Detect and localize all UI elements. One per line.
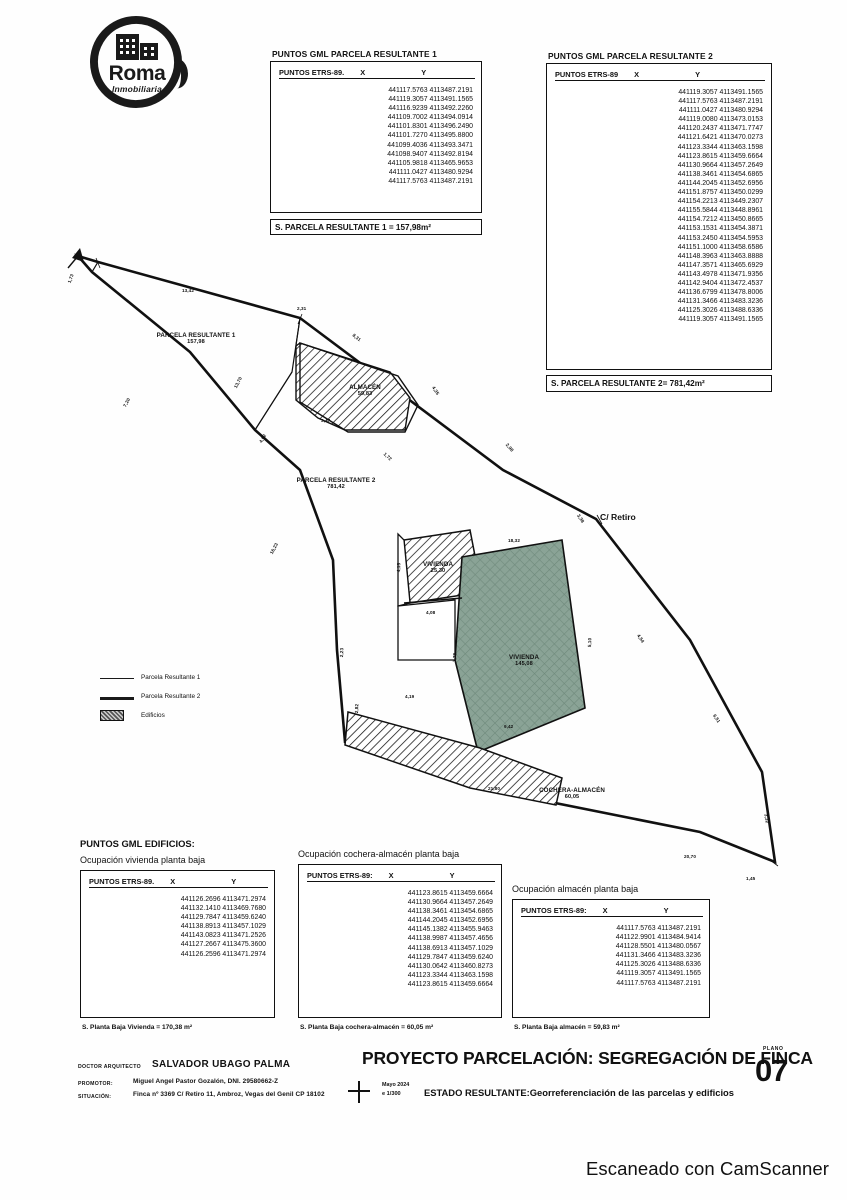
logo-name: Roma [108, 62, 166, 85]
table-box-cochera: PUNTOS ETRS-89: X Y 441123.8615 4113459.… [298, 864, 502, 1018]
table-box-parcela-2: PUNTOS ETRS-89 X Y 441119.3057 4113491.1… [546, 63, 772, 370]
table-box-vivienda: PUNTOS ETRS-89. X Y 441126.2696 4113471.… [80, 870, 275, 1018]
project-title: PROYECTO PARCELACIÓN: SEGREGACIÓN DE FIN… [362, 1048, 813, 1068]
table-header-cochera: PUNTOS ETRS-89: X Y [307, 871, 495, 882]
dim-text: 21,80 [488, 786, 500, 791]
header-col-y: Y [663, 906, 669, 915]
logo-subtitle: Inmobiliaria [111, 84, 163, 94]
street-label-retiro: C/ Retiro [600, 512, 636, 522]
header-col-y: Y [421, 68, 427, 77]
promotor-label: PROMOTOR: [78, 1081, 113, 1087]
header-points-label: PUNTOS ETRS-89: [521, 906, 587, 915]
dim-text: 13,42 [182, 288, 194, 293]
plan-label-vivienda-main: VIVIENDA 145,08 [508, 654, 540, 667]
table-header-parcela-1: PUNTOS ETRS-89. X Y [279, 68, 475, 79]
dim-text: 4,15 [396, 562, 402, 573]
table-title-parcela-1: PUNTOS GML PARCELA RESULTANTE 1 [272, 49, 437, 59]
surface-almacen: S. Planta Baja almacén = 59,83 m² [514, 1024, 620, 1031]
plan-label-vivienda-small: VIVIENDA 25,30 [422, 561, 454, 574]
table-rows-parcela-1: 441117.5763 4113487.2191 441119.3057 411… [387, 87, 473, 185]
header-col-x: X [634, 70, 640, 79]
project-scale: e 1/300 [382, 1091, 401, 1097]
dim-text: 7,78 [452, 652, 458, 663]
dim-text: 9,42 [504, 724, 514, 729]
dim-text: 5,10 [587, 637, 593, 648]
table-title-almacen: Ocupación almacén planta baja [512, 884, 639, 894]
header-col-y: Y [231, 877, 237, 886]
architect-name: SALVADOR UBAGO PALMA [152, 1059, 291, 1070]
plan-label-almacen: ALMACÉN 59,83 [349, 384, 381, 397]
surface-parcela-1: S. PARCELA RESULTANTE 1 = 157,98m² [270, 219, 482, 235]
dim-text: 2,23 [339, 647, 345, 658]
plano-number: 07 [755, 1053, 788, 1088]
dim-text: 1,45 [746, 876, 756, 881]
situacion-label: SITUACIÓN: [78, 1094, 112, 1100]
header-points-label: PUNTOS ETRS-89. [279, 68, 345, 77]
header-points-label: PUNTOS ETRS-89 [555, 70, 619, 79]
surface-vivienda: S. Planta Baja Vivienda = 170,38 m² [82, 1024, 193, 1031]
table-box-parcela-1: PUNTOS ETRS-89. X Y 441117.5763 4113487.… [270, 61, 482, 213]
table-rows-almacen: 441117.5763 4113487.2191 441122.9901 411… [615, 925, 701, 987]
table-title-vivienda: Ocupación vivienda planta baja [80, 855, 206, 865]
dim-text: 20,70 [684, 854, 696, 859]
table-title-cochera: Ocupación cochera-almacén planta baja [298, 849, 460, 859]
table-header-almacen: PUNTOS ETRS-89: X Y [521, 906, 703, 917]
header-col-x: X [388, 871, 394, 880]
section-title-edificios: PUNTOS GML EDIFICIOS: [80, 838, 195, 849]
cochera-almacen-building [344, 711, 563, 806]
architect-label: DOCTOR ARQUITECTO [78, 1064, 141, 1070]
header-col-x: X [360, 68, 366, 77]
legend-label-edificios: Edificios [141, 712, 165, 719]
header-col-y: Y [449, 871, 455, 880]
legend-line-parcela-2 [100, 697, 134, 700]
project-date: Mayo 2024 [382, 1082, 410, 1088]
dimension-ticks [95, 257, 779, 867]
header-points-label: PUNTOS ETRS-89. [89, 877, 155, 886]
header-col-y: Y [695, 70, 701, 79]
table-rows-cochera: 441123.8615 4113459.6664 441130.9664 411… [407, 890, 493, 988]
dim-text: 3,47 [321, 418, 331, 423]
dim-text: 2,31 [297, 306, 307, 311]
header-col-x: X [170, 877, 176, 886]
header-points-label: PUNTOS ETRS-89: [307, 871, 373, 880]
table-title-parcela-2: PUNTOS GML PARCELA RESULTANTE 2 [548, 51, 713, 61]
legend-label-parcela-2: Parcela Resultante 2 [141, 693, 201, 700]
vivienda-main-building [454, 539, 586, 754]
dim-text: 2,82 [354, 703, 360, 714]
camscanner-watermark: Escaneado con CamScanner [585, 1158, 829, 1179]
table-rows-vivienda: 441126.2696 4113471.2974 441132.1410 411… [180, 896, 266, 958]
surface-cochera: S. Planta Baja cochera-almacén = 60,05 m… [300, 1024, 434, 1031]
state-description: ESTADO RESULTANTE:Georreferenciación de … [424, 1087, 734, 1098]
plan-label-cochera: COCHERA-ALMACÉN 60,05 [539, 787, 605, 800]
building-icon [116, 34, 162, 60]
dim-text: 18,32 [508, 538, 520, 543]
dim-text: 4,19 [405, 694, 415, 699]
plan-label-parcela-2: PARCELA RESULTANTE 2 781,42 [296, 477, 376, 490]
plan-label-parcela-1: PARCELA RESULTANTE 1 157,98 [156, 332, 236, 345]
header-col-x: X [602, 906, 608, 915]
dim-text: 4,08 [426, 610, 436, 615]
plano-label: PLANO [763, 1046, 784, 1052]
table-box-almacen: PUNTOS ETRS-89: X Y 441117.5763 4113487.… [512, 899, 710, 1018]
promotor-value: Miguel Angel Pastor Gozalón, DNI. 295806… [133, 1078, 279, 1085]
table-header-parcela-2: PUNTOS ETRS-89 X Y [555, 70, 765, 81]
situacion-value: Finca nº 3369 C/ Retiro 11, Ambroz, Vega… [133, 1091, 325, 1098]
legend-label-parcela-1: Parcela Resultante 1 [141, 674, 201, 681]
surface-parcela-2: S. PARCELA RESULTANTE 2= 781,42m² [546, 375, 772, 392]
company-logo: Roma Inmobiliaria [80, 6, 195, 118]
north-arrow [72, 248, 84, 262]
legend-swatch-edificios [100, 710, 124, 721]
table-header-vivienda: PUNTOS ETRS-89. X Y [89, 877, 268, 888]
legend-line-parcela-1 [100, 678, 134, 680]
table-rows-parcela-2: 441119.3057 4113491.1565 441117.5763 411… [677, 89, 763, 324]
